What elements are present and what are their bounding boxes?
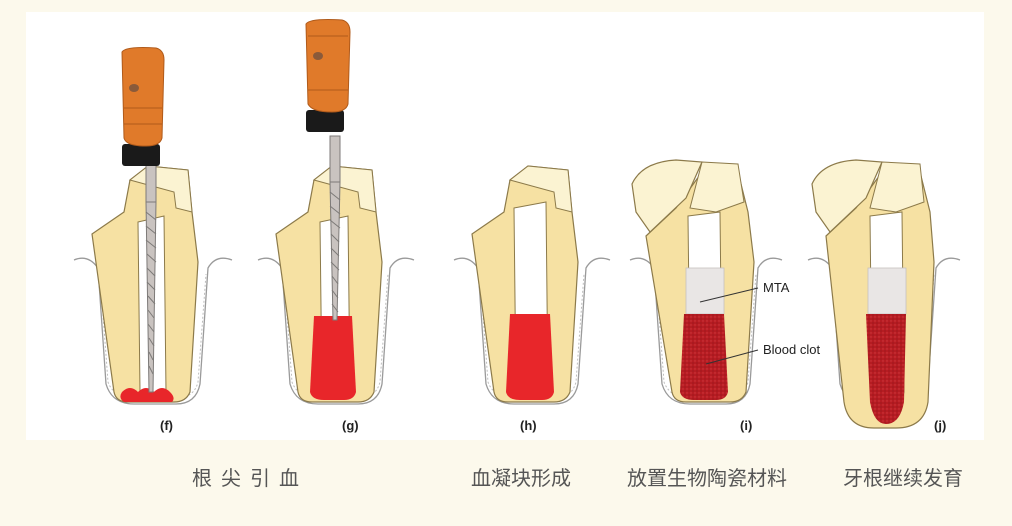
enamel-crown	[689, 161, 745, 213]
blood-clot-forming	[506, 314, 554, 400]
regenerative-endodontics-figure: (f) (g) (h)	[26, 12, 984, 440]
enamel-crown	[869, 161, 925, 213]
file-stopper	[122, 144, 160, 166]
panel-i: MTA Blood clot (i)	[629, 159, 820, 433]
diagram-svg: (f) (g) (h)	[73, 19, 961, 433]
file-handle	[121, 47, 165, 147]
enamel-crown	[508, 165, 573, 213]
bone-outline	[629, 257, 783, 405]
panel-g: (g)	[257, 19, 415, 433]
caption-root-development: 牙根继续发育	[843, 466, 963, 490]
mta-layer	[685, 267, 725, 315]
blood-clot	[680, 314, 728, 400]
blood-in-canal	[310, 316, 356, 400]
coronal-restoration	[811, 159, 883, 233]
file-stopper	[306, 110, 344, 132]
caption-bioceramic-placement: 放置生物陶瓷材料	[627, 466, 787, 490]
coronal-restoration	[631, 159, 703, 233]
caption-apical-bleeding: 根尖引血	[192, 466, 308, 490]
panel-label-i: (i)	[740, 418, 752, 433]
panel-label-g: (g)	[342, 418, 359, 433]
blood-clot	[866, 314, 906, 424]
handle-mark	[313, 52, 323, 60]
panel-label-h: (h)	[520, 418, 537, 433]
panel-label-j: (j)	[934, 418, 946, 433]
apical-bleeding	[120, 388, 174, 402]
mta-leader-line	[699, 287, 759, 303]
mta-layer	[867, 267, 907, 315]
file-shaft	[145, 161, 157, 203]
caption-clot-formation: 血凝块形成	[471, 466, 571, 490]
file-blade	[329, 181, 341, 321]
file-shaft	[329, 135, 341, 183]
mta-label: MTA	[763, 280, 790, 295]
panel-h: (h)	[453, 165, 611, 433]
bone-outline	[453, 257, 611, 405]
handle-mark	[129, 84, 139, 92]
blood-clot-label: Blood clot	[763, 342, 820, 357]
panel-f: (f)	[73, 47, 233, 433]
file-spiral	[329, 191, 341, 313]
bone-outline	[257, 257, 415, 405]
panel-j: (j)	[807, 159, 961, 433]
panel-label-f: (f)	[160, 418, 173, 433]
blood-clot-leader-line	[705, 349, 759, 365]
file-spiral	[145, 211, 157, 375]
file-handle	[305, 19, 351, 113]
bone-outline	[73, 257, 233, 405]
